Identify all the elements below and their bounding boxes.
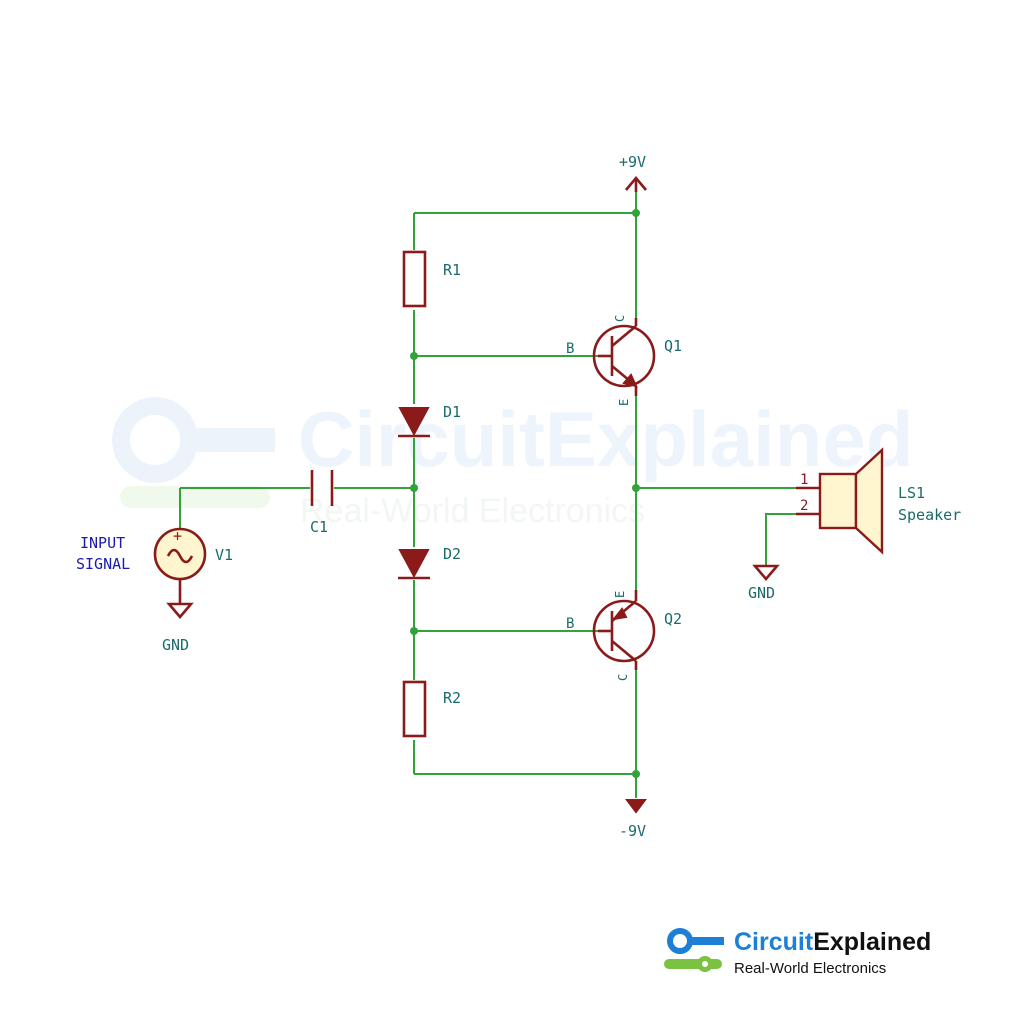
junctions xyxy=(410,209,640,778)
q1-pin-e: E xyxy=(617,399,631,406)
transistor-q2: B E C Q2 xyxy=(566,590,682,681)
resistor-r2: R2 xyxy=(402,680,461,738)
vminus-symbol: -9V xyxy=(619,799,647,840)
v1-label: V1 xyxy=(215,546,233,564)
brand-logo: CircuitExplained Real-World Electronics xyxy=(664,928,931,977)
ls1-label: LS1 xyxy=(898,484,925,502)
junction-bottom-rail xyxy=(632,770,640,778)
brand-logo-title: CircuitExplained xyxy=(734,928,931,956)
diode-d2: D2 xyxy=(398,545,461,580)
vplus-label: +9V xyxy=(619,153,646,171)
d1-label: D1 xyxy=(443,403,461,421)
capacitor-c1: C1 xyxy=(310,470,334,536)
q2-label: Q2 xyxy=(664,610,682,628)
d2-label: D2 xyxy=(443,545,461,563)
q1-pin-c: C xyxy=(613,315,627,322)
input-label-line1: INPUT xyxy=(80,534,125,552)
vminus-label: -9V xyxy=(619,822,646,840)
brand-logo-icon xyxy=(664,928,724,972)
watermark-subtitle: Real-World Electronics xyxy=(300,492,645,530)
q1-label: Q1 xyxy=(664,337,682,355)
diode-d1: D1 xyxy=(398,403,461,438)
watermark: CircuitExplained Real-World Electronics xyxy=(112,395,913,530)
watermark-title: CircuitExplained xyxy=(298,395,913,483)
source-v1: + V1 GND xyxy=(153,527,233,654)
c1-label: C1 xyxy=(310,518,328,536)
gnd-speaker-symbol: GND xyxy=(748,564,780,602)
speaker-ls1: 1 2 LS1 Speaker xyxy=(796,447,961,555)
vplus-symbol: +9V xyxy=(619,153,647,192)
q2-pin-e: E xyxy=(613,591,627,598)
transistor-q1: B C E Q1 xyxy=(566,315,682,406)
ls1-pin1: 1 xyxy=(800,472,808,488)
junction-output xyxy=(632,484,640,492)
ls1-pin2: 2 xyxy=(800,498,808,514)
gnd-speaker-label: GND xyxy=(748,584,775,602)
wire-speaker-pin2 xyxy=(765,513,796,566)
brand-logo-subtitle: Real-World Electronics xyxy=(734,960,886,977)
watermark-logo-icon xyxy=(112,397,275,508)
junction-top-rail xyxy=(632,209,640,217)
input-signal-label: INPUT SIGNAL xyxy=(76,534,130,573)
input-label-line2: SIGNAL xyxy=(76,555,130,573)
q2-pin-b: B xyxy=(566,616,574,632)
junction-q1-base xyxy=(410,352,418,360)
gnd-input-label: GND xyxy=(162,636,189,654)
q1-pin-b: B xyxy=(566,341,574,357)
junction-c1 xyxy=(410,484,418,492)
v1-plus-marker: + xyxy=(173,527,182,545)
q2-pin-c: C xyxy=(616,674,630,681)
junction-q2-base xyxy=(410,627,418,635)
r1-label: R1 xyxy=(443,261,461,279)
wires xyxy=(179,190,796,798)
speaker-label: Speaker xyxy=(898,506,961,524)
r2-label: R2 xyxy=(443,689,461,707)
resistor-r1: R1 xyxy=(402,250,461,308)
